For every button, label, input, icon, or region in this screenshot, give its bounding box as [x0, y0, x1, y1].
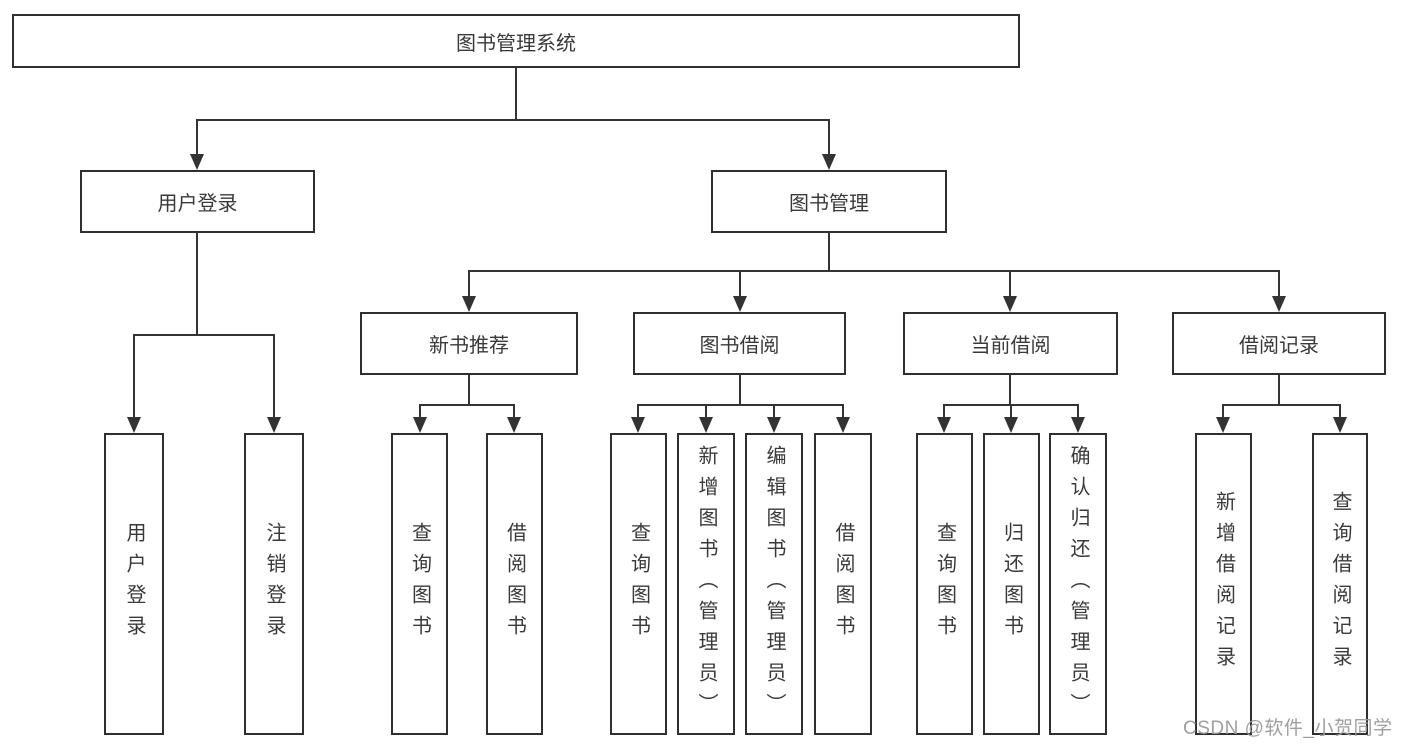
leaf-cb-query-books: 查询图书 [916, 433, 973, 735]
arrowhead [822, 154, 836, 170]
leaf-cb-return-books: 归还图书 [983, 433, 1040, 735]
arrowhead [267, 417, 281, 433]
arrowhead [462, 296, 476, 312]
leaf-br-add-borrow-record: 新增借阅记录 [1195, 433, 1252, 735]
node-root: 图书管理系统 [12, 14, 1020, 68]
node-root-label: 图书管理系统 [456, 32, 576, 55]
leaf-cb-confirm-return-admin-label: 确认归还（管理员） [1067, 444, 1089, 724]
arrowhead [733, 296, 747, 312]
arrowhead [127, 417, 141, 433]
node-user-login: 用户登录 [80, 170, 315, 233]
connector-book-borrowing-to-leaves [631, 375, 850, 433]
arrowhead [1071, 417, 1085, 433]
leaf-nb-borrow-books-label: 借阅图书 [503, 522, 526, 646]
leaf-br-query-borrow-record-label: 查询借阅记录 [1329, 491, 1351, 677]
node-user-login-label: 用户登录 [157, 193, 238, 215]
arrowhead [836, 417, 850, 433]
connector-borrowing-records-to-leaves [1216, 375, 1347, 433]
leaf-nb-query-books-label: 查询图书 [408, 522, 431, 646]
arrowhead [190, 154, 204, 170]
leaf-bb-query-books-label: 查询图书 [627, 522, 650, 646]
leaf-logout-login-label: 注销登录 [263, 522, 285, 646]
arrowhead [699, 417, 713, 433]
node-borrowing-records-label: 借阅记录 [1239, 335, 1319, 357]
leaf-bb-add-books-admin: 新增图书（管理员） [677, 433, 735, 735]
arrowhead [1216, 417, 1230, 433]
node-current-borrowing: 当前借阅 [903, 312, 1118, 375]
connector-user-login-to-leaves [127, 233, 281, 433]
csdn-watermark: CSDN @软件_小贺同学 [1183, 718, 1393, 739]
node-book-management-label: 图书管理 [789, 193, 869, 215]
connector-book-management-to-level3 [462, 233, 1286, 312]
leaf-br-add-borrow-record-label: 新增借阅记录 [1212, 491, 1235, 677]
leaf-nb-query-books: 查询图书 [391, 433, 448, 735]
arrowhead [507, 417, 521, 433]
leaf-br-query-borrow-record: 查询借阅记录 [1312, 433, 1368, 735]
leaf-bb-add-books-admin-label: 新增图书（管理员） [695, 444, 717, 724]
node-current-borrowing-label: 当前借阅 [970, 335, 1051, 357]
arrowhead [1004, 417, 1018, 433]
arrowhead [631, 417, 645, 433]
arrowhead [1272, 296, 1286, 312]
leaf-bb-borrow-books: 借阅图书 [814, 433, 872, 735]
node-book-borrowing: 图书借阅 [633, 312, 846, 375]
node-borrowing-records: 借阅记录 [1172, 312, 1386, 375]
leaf-user-login-label: 用户登录 [123, 522, 145, 646]
arrowhead [937, 417, 951, 433]
leaf-bb-query-books: 查询图书 [610, 433, 667, 735]
node-new-book-recommendation: 新书推荐 [360, 312, 578, 375]
leaf-nb-borrow-books: 借阅图书 [486, 433, 543, 735]
node-book-borrowing-label: 图书借阅 [699, 335, 780, 357]
leaf-cb-query-books-label: 查询图书 [933, 522, 956, 646]
leaf-bb-borrow-books-label: 借阅图书 [832, 522, 854, 646]
leaf-cb-confirm-return-admin: 确认归还（管理员） [1049, 433, 1107, 735]
node-book-management: 图书管理 [711, 170, 947, 233]
connector-root-to-level2 [190, 68, 836, 170]
arrowhead [767, 417, 781, 433]
leaf-cb-return-books-label: 归还图书 [1000, 522, 1023, 646]
arrowhead [1003, 296, 1017, 312]
leaf-bb-edit-books-admin-label: 编辑图书（管理员） [763, 444, 785, 724]
connector-new-book-to-leaves [413, 375, 521, 433]
leaf-logout-login: 注销登录 [244, 433, 304, 735]
leaf-user-login: 用户登录 [104, 433, 164, 735]
connector-current-borrowing-to-leaves [937, 375, 1085, 433]
node-new-book-recommendation-label: 新书推荐 [429, 335, 509, 357]
arrowhead [1333, 417, 1347, 433]
leaf-bb-edit-books-admin: 编辑图书（管理员） [745, 433, 803, 735]
arrowhead [413, 417, 427, 433]
